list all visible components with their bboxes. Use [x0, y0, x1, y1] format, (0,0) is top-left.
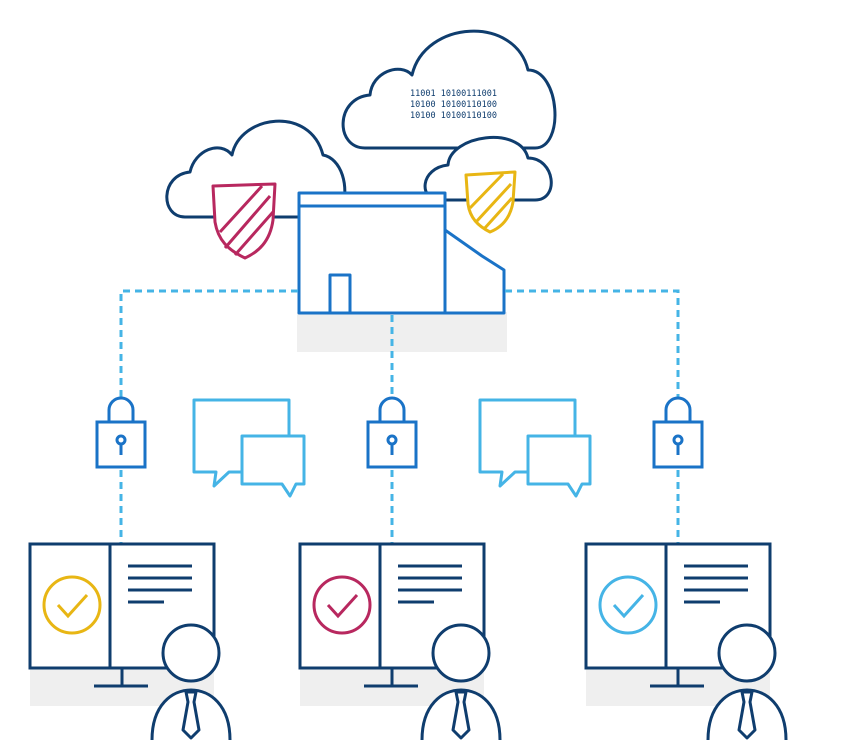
user-icon: [706, 623, 788, 741]
chat-bubbles-icon: [478, 398, 592, 498]
shield-icon: [464, 170, 517, 234]
checkmark-icon: [598, 575, 658, 635]
checkmark-icon: [312, 575, 372, 635]
server-building: [297, 191, 506, 315]
binary-text: 11001 10100111001 10100 10100110100 1010…: [410, 89, 497, 121]
workstation-2: [298, 542, 502, 741]
binary-line-3: 10100 10100110100: [410, 111, 497, 121]
user-icon: [150, 623, 232, 741]
cloud-top: [341, 29, 557, 150]
user-icon: [420, 623, 502, 741]
padlock-icon: [95, 396, 147, 469]
binary-line-1: 11001 10100111001: [410, 89, 497, 99]
padlock-icon: [652, 396, 704, 469]
binary-line-2: 10100 10100110100: [410, 100, 497, 110]
checkmark-icon: [42, 575, 102, 635]
shield-icon: [211, 182, 277, 260]
chat-bubbles-icon: [192, 398, 306, 498]
padlock-icon: [366, 396, 418, 469]
server-shadow: [297, 312, 507, 352]
workstation-3: [584, 542, 788, 741]
network-lines: [119, 289, 680, 543]
cloud-right: [423, 135, 553, 202]
workstation-1: [28, 542, 232, 741]
